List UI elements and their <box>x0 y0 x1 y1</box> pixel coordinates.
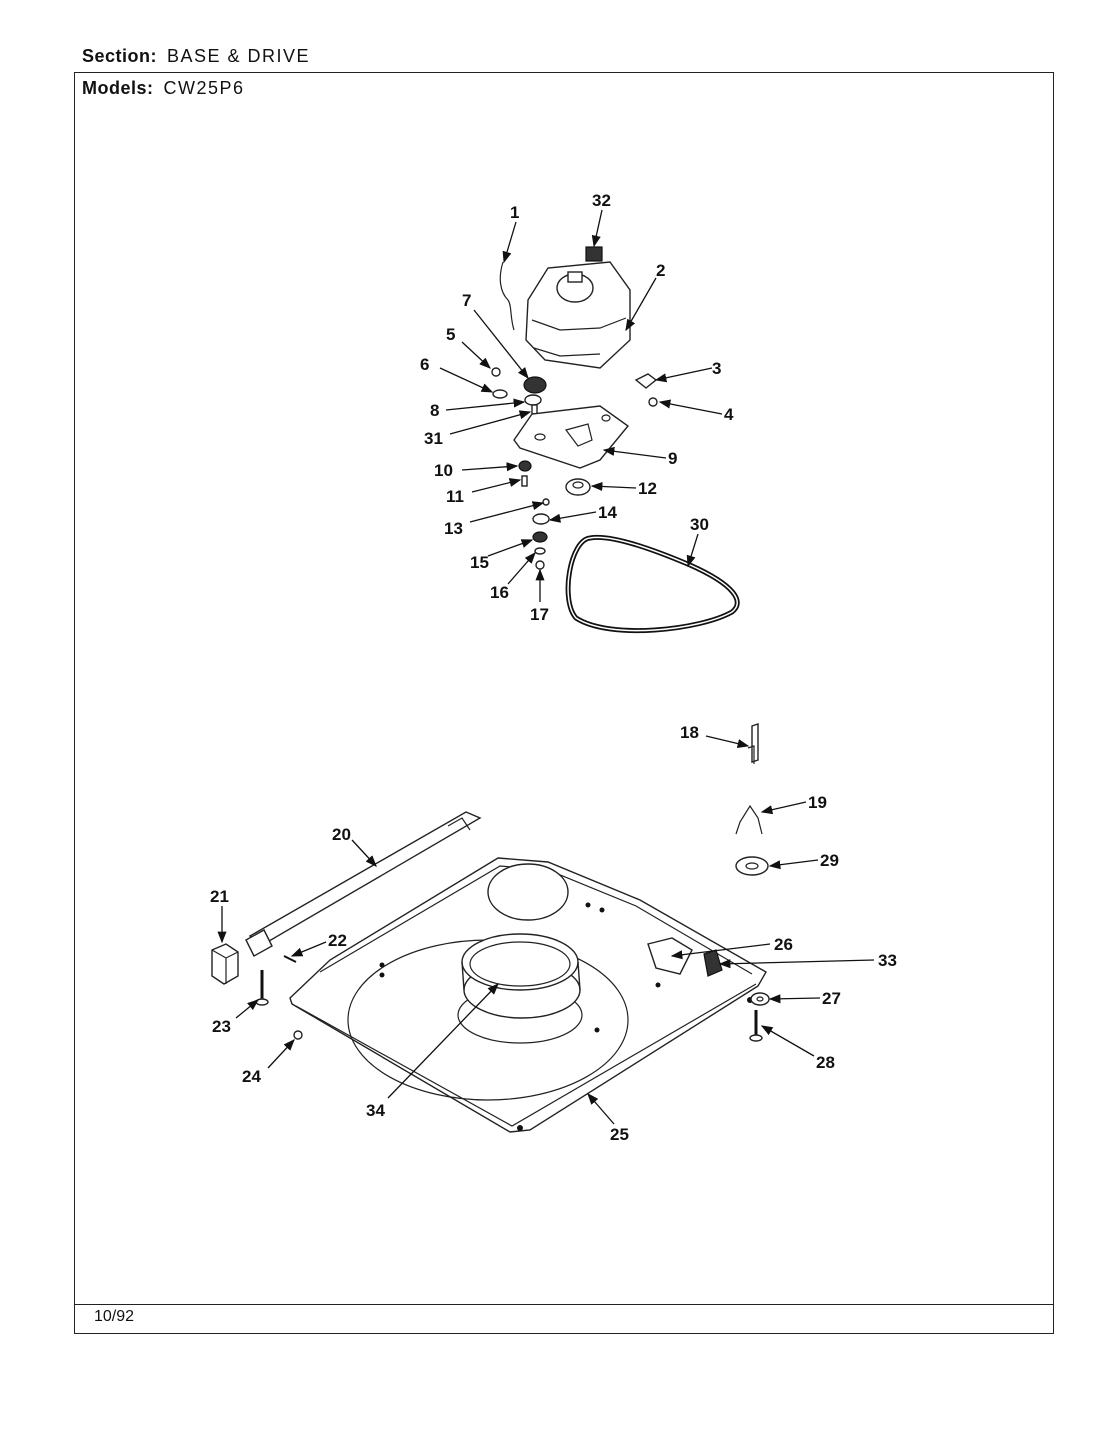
callout-2: 2 <box>656 261 665 280</box>
part-30-belt <box>565 534 740 634</box>
callout-34: 34 <box>366 1101 385 1120</box>
callout-10: 10 <box>434 461 453 480</box>
part-22-screw <box>283 955 297 963</box>
part-4-screw <box>648 397 658 407</box>
callout-9: 9 <box>668 449 677 468</box>
callout-32: 32 <box>592 191 611 210</box>
part-17-nut <box>535 560 545 570</box>
callout-labels: 1 32 2 3 4 5 6 7 8 31 9 10 11 12 13 14 1… <box>210 191 897 1144</box>
models-label: Models: <box>82 78 154 98</box>
part-26-cover <box>647 937 693 975</box>
part-15-grommet <box>532 531 548 543</box>
part-13-ring <box>542 498 550 506</box>
part-34-collar <box>461 933 581 1019</box>
callout-30: 30 <box>690 515 709 534</box>
part-24-screw <box>293 1030 303 1040</box>
section-value: BASE & DRIVE <box>167 46 311 66</box>
callout-26: 26 <box>774 935 793 954</box>
part-16-washer <box>534 547 546 555</box>
part-18-actuator <box>747 723 759 764</box>
callout-3: 3 <box>712 359 721 378</box>
part-31-pin <box>531 404 538 415</box>
part-21-foot <box>211 943 239 985</box>
part-23-bolt <box>255 970 269 1006</box>
part-12-idler <box>565 478 591 496</box>
callout-28: 28 <box>816 1053 835 1072</box>
callout-4: 4 <box>724 405 734 424</box>
callout-21: 21 <box>210 887 229 906</box>
section-title: Section: BASE & DRIVE <box>82 46 310 67</box>
section-label: Section: <box>82 46 158 66</box>
part-11-pin <box>521 475 528 487</box>
callout-23: 23 <box>212 1017 231 1036</box>
callout-18: 18 <box>680 723 699 742</box>
part-28-bolt <box>749 1010 763 1042</box>
leader-lines <box>217 209 875 1125</box>
part-6-washer <box>492 389 508 399</box>
callout-12: 12 <box>638 479 657 498</box>
callout-6: 6 <box>420 355 429 374</box>
part-19-clip <box>735 804 763 835</box>
part-29-washer <box>735 856 769 876</box>
callout-25: 25 <box>610 1125 629 1144</box>
callout-5: 5 <box>446 325 455 344</box>
part-9-motor-plate <box>513 405 630 469</box>
part-5-bolt <box>491 367 501 377</box>
callout-14: 14 <box>598 503 617 522</box>
footer-divider <box>74 1304 1054 1305</box>
callout-11: 11 <box>446 487 464 506</box>
callout-16: 16 <box>490 583 509 602</box>
part-7-pulley <box>523 376 547 394</box>
callout-19: 19 <box>808 793 827 812</box>
part-20-rail <box>245 811 482 957</box>
part-3-bracket <box>634 373 658 389</box>
part-2-motor <box>525 261 631 369</box>
callout-24: 24 <box>242 1067 261 1086</box>
callout-15: 15 <box>470 553 489 572</box>
callout-29: 29 <box>820 851 839 870</box>
callout-7: 7 <box>462 291 471 310</box>
callout-8: 8 <box>430 401 439 420</box>
callout-17: 17 <box>530 605 549 624</box>
revision-date: 10/92 <box>94 1308 135 1325</box>
models-value: CW25P6 <box>163 78 245 98</box>
part-27-washer <box>750 992 770 1006</box>
callout-20: 20 <box>332 825 351 844</box>
callout-1: 1 <box>510 203 519 222</box>
part-1-harness <box>499 261 515 331</box>
callout-31: 31 <box>424 429 443 448</box>
part-32-connector <box>585 246 603 262</box>
models-title: Models: CW25P6 <box>82 78 245 99</box>
part-14-washer <box>532 513 550 525</box>
part-10-grommet <box>518 460 532 472</box>
part-8-bushing <box>524 394 542 406</box>
callout-13: 13 <box>444 519 463 538</box>
callout-27: 27 <box>822 989 841 1008</box>
diagram-frame <box>74 72 1054 1334</box>
base-top-opening <box>487 863 569 921</box>
callout-22: 22 <box>328 931 347 950</box>
callout-33: 33 <box>878 951 897 970</box>
